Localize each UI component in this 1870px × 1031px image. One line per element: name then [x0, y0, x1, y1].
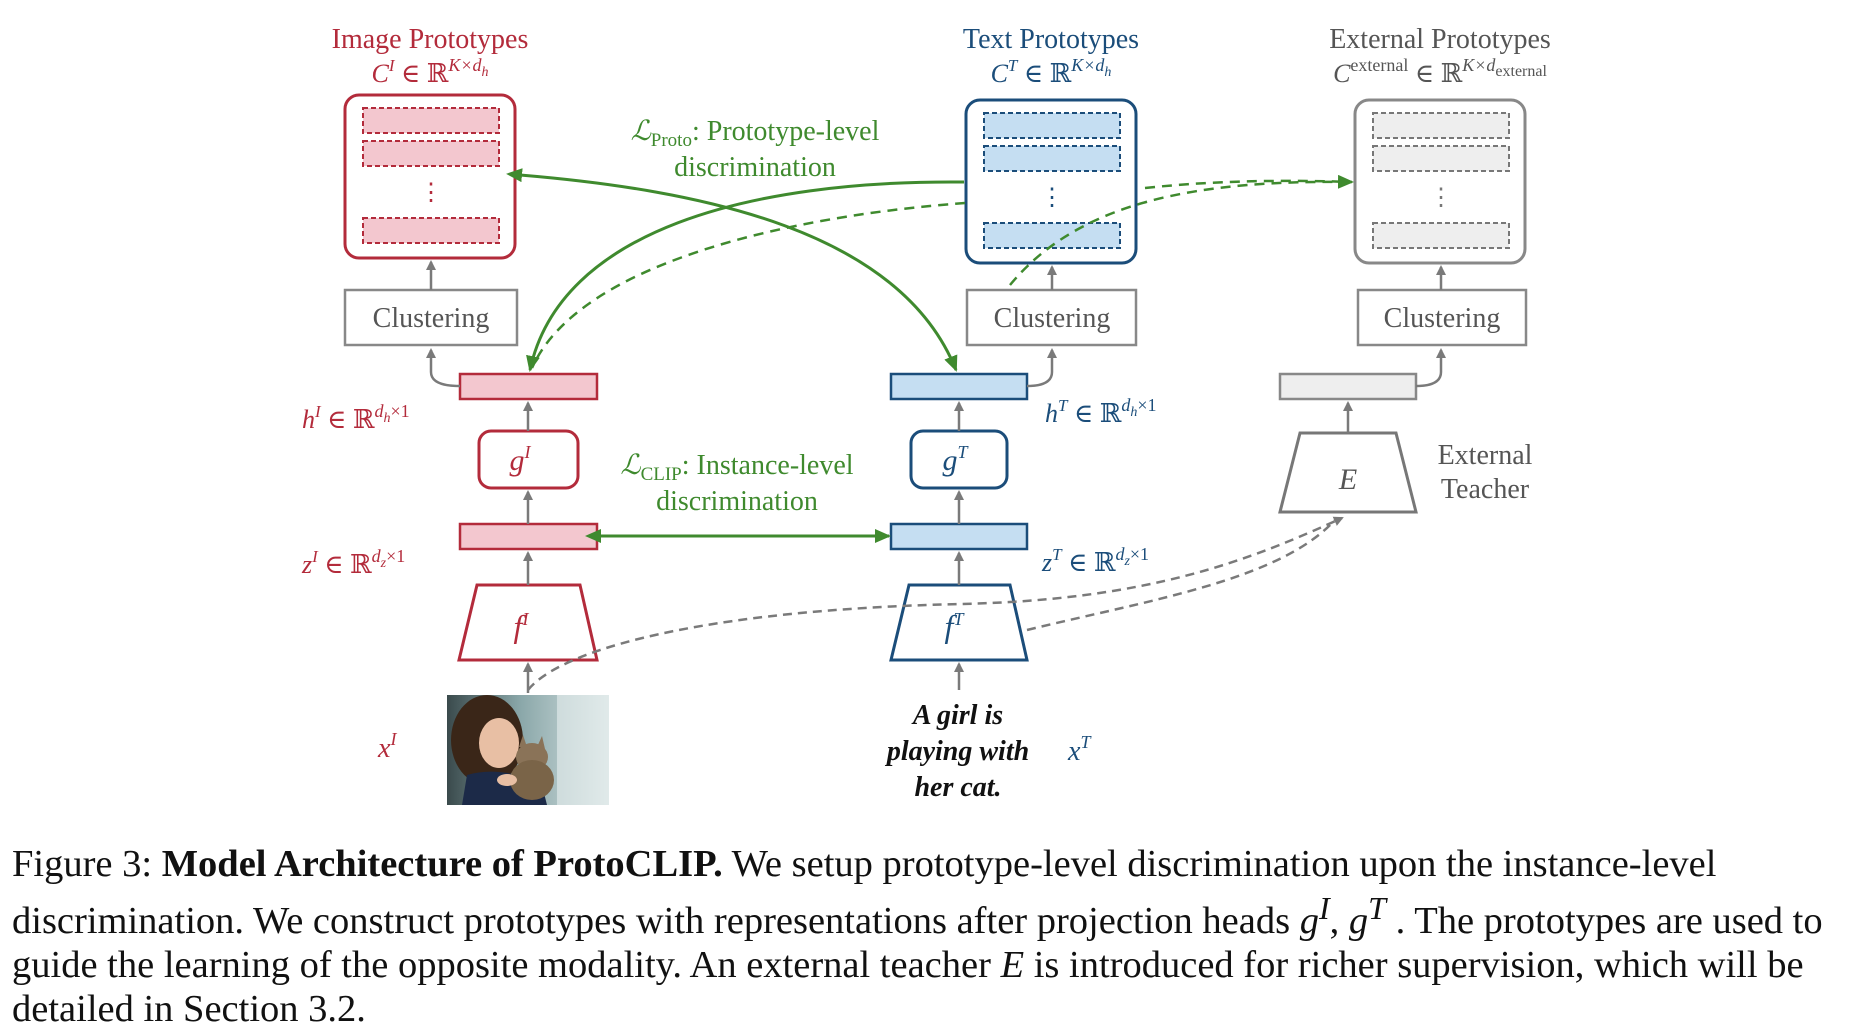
- caption-figure-number: Figure 3:: [12, 843, 153, 885]
- image-to-teacher-dashed: [527, 516, 1344, 691]
- text-input-label: xT: [1067, 732, 1092, 767]
- image-prototype-row: [362, 217, 500, 244]
- external-teacher-label-2: Teacher: [1441, 474, 1530, 505]
- external-prototypes-title: External Prototypes: [1329, 24, 1551, 55]
- proto-loss-arrow-text: [526, 180, 965, 372]
- caption-text-1: We setup prototype-level discrimination …: [12, 843, 1717, 942]
- text-prototypes-title: Text Prototypes: [963, 24, 1139, 55]
- image-z-label: zI ∈ ℝdz×1: [301, 546, 405, 579]
- proto-loss-label-2: discrimination: [674, 152, 836, 183]
- text-z-label: zT ∈ ℝdz×1: [1041, 544, 1149, 577]
- text-z-embedding: [889, 522, 1029, 551]
- external-prototype-row: [1372, 112, 1510, 139]
- caption-math-e: E: [1000, 943, 1025, 986]
- text-input-line-1: A girl is: [911, 700, 1003, 731]
- input-image-photo: [447, 695, 609, 805]
- external-prototype-row: [1372, 222, 1510, 249]
- text-h-embedding: [889, 372, 1029, 401]
- caption-text-4: is introduced for richer supervision, wh…: [12, 943, 1804, 1030]
- text-clustering-box: [965, 288, 1138, 347]
- proto-loss-dashed-text: [530, 201, 966, 369]
- text-input-line-2: playing with: [885, 736, 1029, 767]
- image-h-embedding: [458, 372, 599, 401]
- caption-math-sup: I: [1318, 890, 1330, 926]
- caption-text-3: . The prototypes are used to guide the l…: [12, 899, 1823, 986]
- text-prototypes-formula: CT ∈ ℝK×dh: [991, 55, 1112, 88]
- text-prototype-row: [983, 112, 1121, 139]
- image-encoder: [457, 583, 599, 662]
- figure-caption: Figure 3: Model Architecture of ProtoCLI…: [12, 842, 1862, 1031]
- vertical-ellipsis-icon: ⋮: [419, 180, 443, 206]
- external-teacher: [1278, 431, 1418, 514]
- caption-math-g: g: [1299, 899, 1319, 942]
- vertical-ellipsis-icon: ⋮: [1040, 185, 1064, 211]
- image-prototypes-formula: CI ∈ ℝK×dh: [371, 55, 488, 88]
- text-input-line-3: her cat.: [914, 772, 1001, 803]
- caption-comma: ,: [1329, 899, 1340, 942]
- external-clustering-label: Clustering: [1384, 303, 1501, 334]
- text-to-teacher-dashed: [1026, 519, 1336, 632]
- clip-loss-label: ℒCLIP: Instance-level: [620, 450, 853, 485]
- image-prototype-row: [362, 107, 500, 134]
- caption-math-g: g: [1348, 899, 1369, 942]
- image-prototype-row: [362, 140, 500, 167]
- external-prototypes-formula: Cexternal ∈ ℝK×dexternal: [1333, 55, 1547, 88]
- proto-loss-label: ℒProto: Prototype-level: [631, 116, 880, 151]
- architecture-diagram: Image Prototypes CI ∈ ℝK×dh ⋮ Clustering…: [301, 24, 1551, 803]
- caption-math-sup: T: [1368, 890, 1387, 926]
- image-z-embedding: [458, 522, 599, 551]
- clip-loss-label-2: discrimination: [656, 486, 818, 517]
- vertical-ellipsis-icon: ⋮: [1429, 185, 1453, 211]
- external-teacher-label-1: External: [1438, 440, 1533, 471]
- external-prototype-row: [1372, 145, 1510, 172]
- image-projection-label: gI: [510, 442, 532, 477]
- text-h-label: hT ∈ ℝdh×1: [1045, 395, 1156, 428]
- external-proto-dashed-2: [1144, 179, 1353, 190]
- proto-loss-arrow-image: [506, 168, 958, 372]
- image-clustering-label: Clustering: [373, 303, 490, 334]
- caption-title: Model Architecture of ProtoCLIP.: [161, 843, 723, 885]
- image-input-label: xI: [377, 729, 397, 764]
- text-clustering-label: Clustering: [994, 303, 1111, 334]
- image-clustering-box: [343, 288, 519, 347]
- external-proto-dashed: [1009, 174, 1354, 286]
- text-prototype-row: [983, 222, 1121, 249]
- text-prototype-row: [983, 145, 1121, 172]
- image-prototypes-title: Image Prototypes: [332, 24, 529, 55]
- external-teacher-symbol: E: [1338, 463, 1357, 496]
- text-projection-label: gT: [942, 442, 969, 477]
- external-embedding: [1278, 372, 1418, 401]
- image-h-label: hI ∈ ℝdh×1: [302, 401, 410, 434]
